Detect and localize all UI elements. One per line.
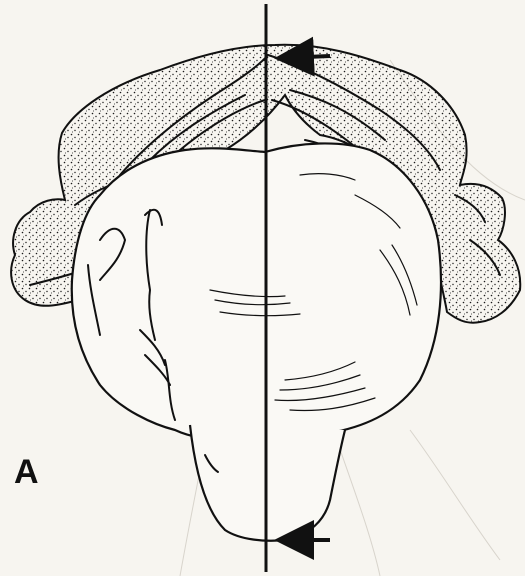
- arrow-top: [282, 56, 330, 58]
- fetal-head: [72, 143, 441, 440]
- panel-label: A: [14, 455, 39, 489]
